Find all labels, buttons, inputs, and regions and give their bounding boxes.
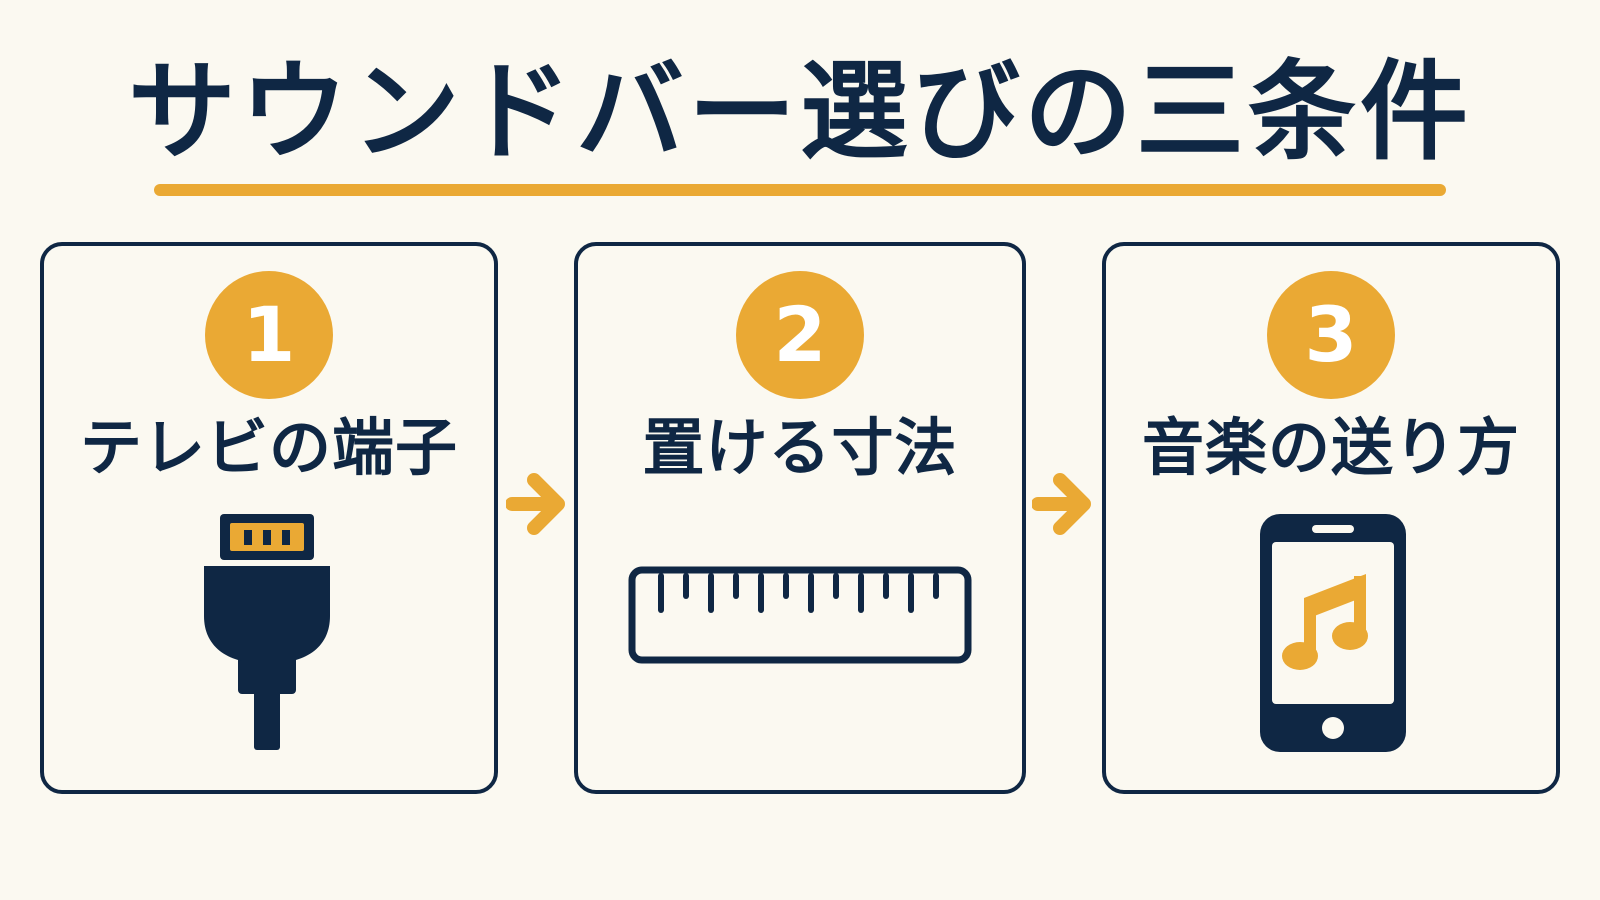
title-underline (154, 184, 1446, 196)
step-card-3: 3 音楽の送り方 (1102, 242, 1560, 794)
hdmi-cable-icon (204, 514, 330, 750)
ruler-icon (628, 566, 972, 664)
step-label: 音楽の送り方 (1141, 411, 1520, 484)
step-number-badge: 2 (736, 271, 864, 399)
step-card-2: 2 置ける寸法 (574, 242, 1026, 794)
arrow-right-icon (1032, 473, 1091, 535)
arrow-right-icon (506, 473, 565, 535)
step-label: 置ける寸法 (642, 411, 958, 484)
step-label: テレビの端子 (79, 411, 458, 484)
smartphone-music-icon (1260, 514, 1406, 752)
step-number-badge: 3 (1267, 271, 1395, 399)
step-number-badge: 1 (205, 271, 333, 399)
page-title: サウンドバー選びの三条件 (127, 50, 1472, 175)
step-card-1: 1 テレビの端子 (40, 242, 498, 794)
